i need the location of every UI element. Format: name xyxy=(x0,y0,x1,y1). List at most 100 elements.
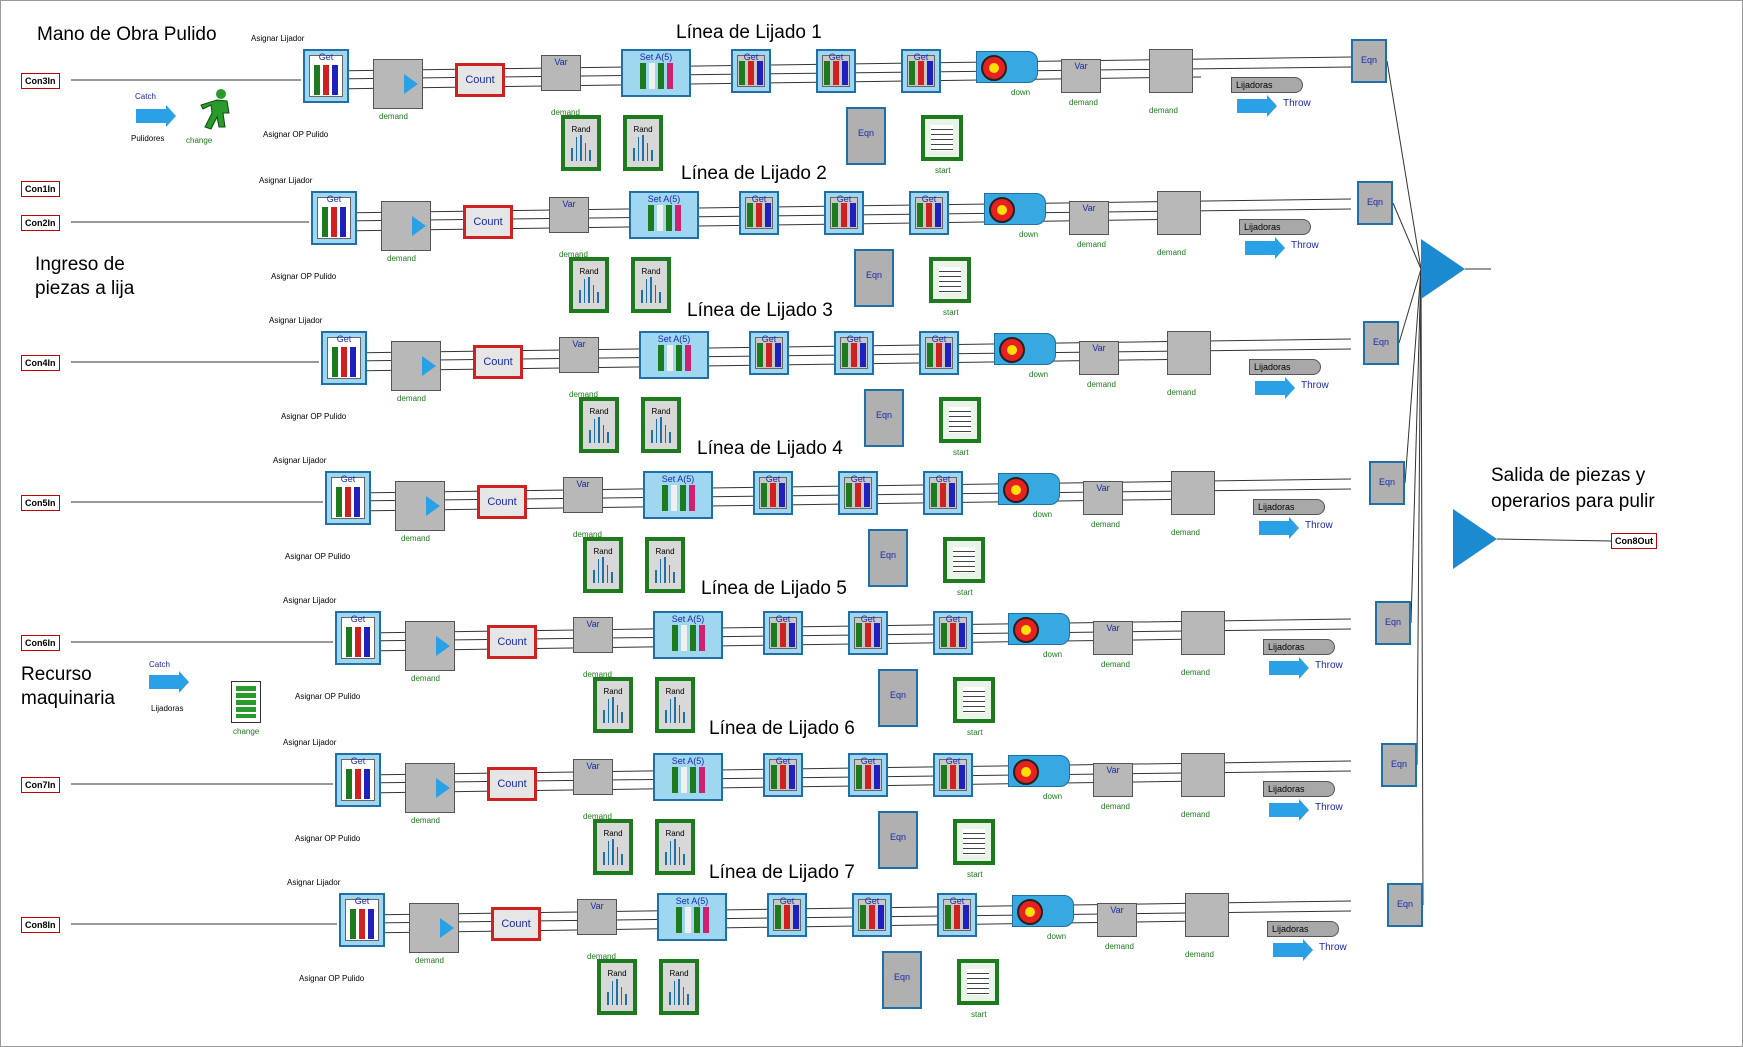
line1-rand-2[interactable]: Rand xyxy=(623,115,663,171)
line7-switch-block[interactable] xyxy=(1185,893,1229,937)
line7-eqn-block[interactable]: Eqn xyxy=(882,951,922,1009)
line6-var-block-1[interactable]: Var xyxy=(573,759,613,795)
line6-rand-1[interactable]: Rand xyxy=(593,819,633,875)
line6-plot-block[interactable] xyxy=(953,819,995,865)
line7-var-block-1[interactable]: Var xyxy=(577,899,617,935)
line1-eqn-block[interactable]: Eqn xyxy=(846,107,886,165)
merge-block-1[interactable] xyxy=(1421,239,1465,299)
line5-throw-arrow-icon[interactable] xyxy=(1269,661,1299,675)
line3-get-3[interactable]: Get xyxy=(919,331,959,375)
resource-pool-icon[interactable] xyxy=(231,681,261,723)
line1-count-block[interactable]: Count xyxy=(455,63,505,97)
line2-plot-block[interactable] xyxy=(929,257,971,303)
line3-var-block-2[interactable]: Var xyxy=(1079,341,1119,375)
line1-get-2[interactable]: Get xyxy=(816,49,856,93)
line5-var-block-2[interactable]: Var xyxy=(1093,621,1133,655)
line4-select-block[interactable] xyxy=(395,481,445,531)
line6-activity-block[interactable] xyxy=(1008,755,1070,787)
line5-plot-block[interactable] xyxy=(953,677,995,723)
line2-rand-1[interactable]: Rand xyxy=(569,257,609,313)
line3-select-block[interactable] xyxy=(391,341,441,391)
line1-rand-1[interactable]: Rand xyxy=(561,115,601,171)
line4-get-assign[interactable]: Get xyxy=(325,471,371,525)
line3-var-block-1[interactable]: Var xyxy=(559,337,599,373)
line4-throw-arrow-icon[interactable] xyxy=(1259,521,1289,535)
line1-var-block-1[interactable]: Var xyxy=(541,55,581,91)
line4-port-in[interactable]: Con5In xyxy=(21,495,60,511)
line3-switch-block[interactable] xyxy=(1167,331,1211,375)
line4-var-block-1[interactable]: Var xyxy=(563,477,603,513)
line6-collector-eqn[interactable]: Eqn xyxy=(1381,743,1417,787)
line7-set-block[interactable]: Set A(5) xyxy=(657,893,727,941)
line5-get-2[interactable]: Get xyxy=(848,611,888,655)
line1-throw-arrow-icon[interactable] xyxy=(1237,99,1267,113)
line7-var-block-2[interactable]: Var xyxy=(1097,903,1137,937)
line3-get-2[interactable]: Get xyxy=(834,331,874,375)
line1-get-3[interactable]: Get xyxy=(901,49,941,93)
line5-port-in[interactable]: Con6In xyxy=(21,635,60,651)
line1-select-block[interactable] xyxy=(373,59,423,109)
merge-block-2[interactable] xyxy=(1453,509,1497,569)
line5-switch-block[interactable] xyxy=(1181,611,1225,655)
line6-select-block[interactable] xyxy=(405,763,455,813)
line7-count-block[interactable]: Count xyxy=(491,907,541,941)
line4-count-block[interactable]: Count xyxy=(477,485,527,519)
line6-get-assign[interactable]: Get xyxy=(335,753,381,807)
line2-throw-arrow-icon[interactable] xyxy=(1245,241,1275,255)
line1-collector-eqn[interactable]: Eqn xyxy=(1351,39,1387,83)
line7-select-block[interactable] xyxy=(409,903,459,953)
line5-select-block[interactable] xyxy=(405,621,455,671)
line2-get-3[interactable]: Get xyxy=(909,191,949,235)
line5-get-assign[interactable]: Get xyxy=(335,611,381,665)
line6-switch-block[interactable] xyxy=(1181,753,1225,797)
line3-get-assign[interactable]: Get xyxy=(321,331,367,385)
line2-eqn-block[interactable]: Eqn xyxy=(854,249,894,307)
line7-rand-1[interactable]: Rand xyxy=(597,959,637,1015)
line2-activity-block[interactable] xyxy=(984,193,1046,225)
line2-get-2[interactable]: Get xyxy=(824,191,864,235)
line4-get-1[interactable]: Get xyxy=(753,471,793,515)
line6-get-1[interactable]: Get xyxy=(763,753,803,797)
line2-select-block[interactable] xyxy=(381,201,431,251)
line6-eqn-block[interactable]: Eqn xyxy=(878,811,918,869)
line1-activity-block[interactable] xyxy=(976,51,1038,83)
line3-port-in[interactable]: Con4In xyxy=(21,355,60,371)
line6-get-2[interactable]: Get xyxy=(848,753,888,797)
line2-var-block-2[interactable]: Var xyxy=(1069,201,1109,235)
line7-plot-block[interactable] xyxy=(957,959,999,1005)
line4-eqn-block[interactable]: Eqn xyxy=(868,529,908,587)
line2-switch-block[interactable] xyxy=(1157,191,1201,235)
worker-icon[interactable] xyxy=(197,87,237,133)
line2-rand-2[interactable]: Rand xyxy=(631,257,671,313)
line6-count-block[interactable]: Count xyxy=(487,767,537,801)
line6-port-in[interactable]: Con7In xyxy=(21,777,60,793)
line5-var-block-1[interactable]: Var xyxy=(573,617,613,653)
line5-collector-eqn[interactable]: Eqn xyxy=(1375,601,1411,645)
line5-rand-2[interactable]: Rand xyxy=(655,677,695,733)
catch-arrow-icon-2[interactable] xyxy=(149,675,179,689)
port-con1in[interactable]: Con1In xyxy=(21,181,60,197)
line1-get-1[interactable]: Get xyxy=(731,49,771,93)
line7-get-1[interactable]: Get xyxy=(767,893,807,937)
line5-get-3[interactable]: Get xyxy=(933,611,973,655)
line7-rand-2[interactable]: Rand xyxy=(659,959,699,1015)
line5-eqn-block[interactable]: Eqn xyxy=(878,669,918,727)
line6-throw-arrow-icon[interactable] xyxy=(1269,803,1299,817)
line7-throw-arrow-icon[interactable] xyxy=(1273,943,1303,957)
line4-plot-block[interactable] xyxy=(943,537,985,583)
line2-get-1[interactable]: Get xyxy=(739,191,779,235)
line3-plot-block[interactable] xyxy=(939,397,981,443)
catch-arrow-icon[interactable] xyxy=(136,109,166,123)
line4-switch-block[interactable] xyxy=(1171,471,1215,515)
line5-rand-1[interactable]: Rand xyxy=(593,677,633,733)
port-con8out[interactable]: Con8Out xyxy=(1611,533,1657,549)
line2-var-block-1[interactable]: Var xyxy=(549,197,589,233)
line4-var-block-2[interactable]: Var xyxy=(1083,481,1123,515)
line5-get-1[interactable]: Get xyxy=(763,611,803,655)
line3-collector-eqn[interactable]: Eqn xyxy=(1363,321,1399,365)
line2-get-assign[interactable]: Get xyxy=(311,191,357,245)
line4-get-2[interactable]: Get xyxy=(838,471,878,515)
line1-get-assign[interactable]: Get xyxy=(303,49,349,103)
line3-activity-block[interactable] xyxy=(994,333,1056,365)
line3-throw-arrow-icon[interactable] xyxy=(1255,381,1285,395)
